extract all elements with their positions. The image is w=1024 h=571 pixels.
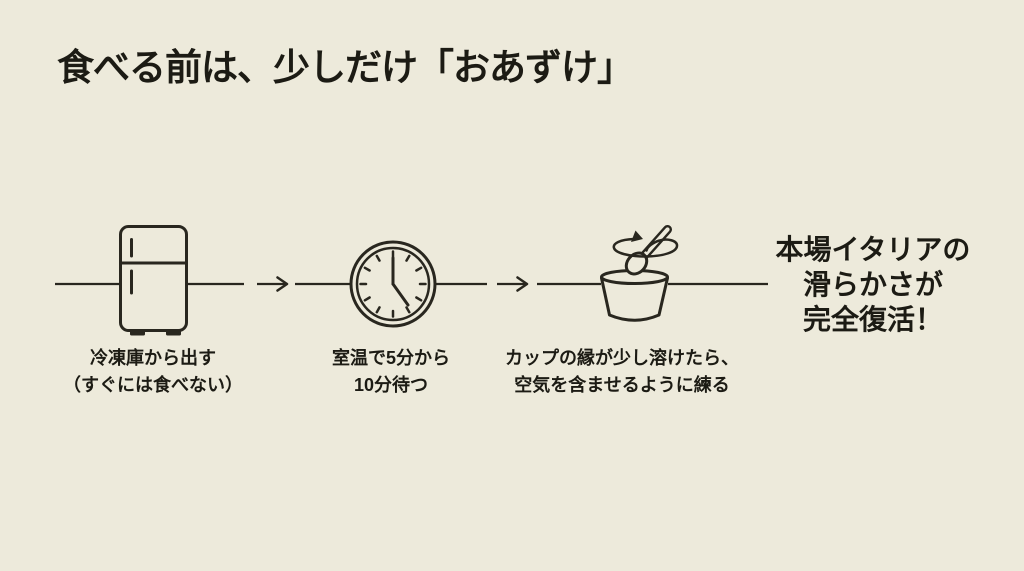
step-caption-knead: カップの縁が少し溶けたら、 空気を含ませるように練る bbox=[502, 345, 742, 399]
caption-line: カップの縁が少し溶けたら、 bbox=[505, 348, 739, 368]
clock-hour-hand bbox=[391, 282, 410, 307]
step-caption-freezer: 冷凍庫から出す （すぐには食べない） bbox=[33, 345, 273, 399]
caption-line: 室温で5分から bbox=[331, 348, 450, 368]
caption-line: （すぐには食べない） bbox=[63, 375, 243, 395]
result-line: 本場イタリアの bbox=[775, 235, 971, 266]
stir-rotation-arrow bbox=[612, 230, 679, 258]
page-title: 食べる前は、少しだけ「おあずけ」 bbox=[57, 48, 634, 89]
refrigerator-icon bbox=[119, 225, 188, 336]
caption-line: 10分待つ bbox=[353, 375, 429, 395]
result-line: 完全復活！ bbox=[802, 305, 943, 336]
arrow-right-icon bbox=[257, 276, 289, 292]
step-caption-wait: 室温で5分から 10分待つ bbox=[271, 345, 511, 399]
result-line: 滑らかさが bbox=[802, 270, 943, 301]
clock-icon bbox=[349, 240, 437, 328]
caption-line: 冷凍庫から出す bbox=[90, 348, 216, 368]
caption-line: 空気を含ませるように練る bbox=[514, 375, 730, 395]
cup-with-spoon-icon bbox=[600, 225, 679, 322]
clock-tick-marks bbox=[359, 250, 427, 318]
arrow-right-icon bbox=[497, 276, 529, 292]
result-statement: 本場イタリアの 滑らかさが 完全復活！ bbox=[753, 233, 993, 338]
